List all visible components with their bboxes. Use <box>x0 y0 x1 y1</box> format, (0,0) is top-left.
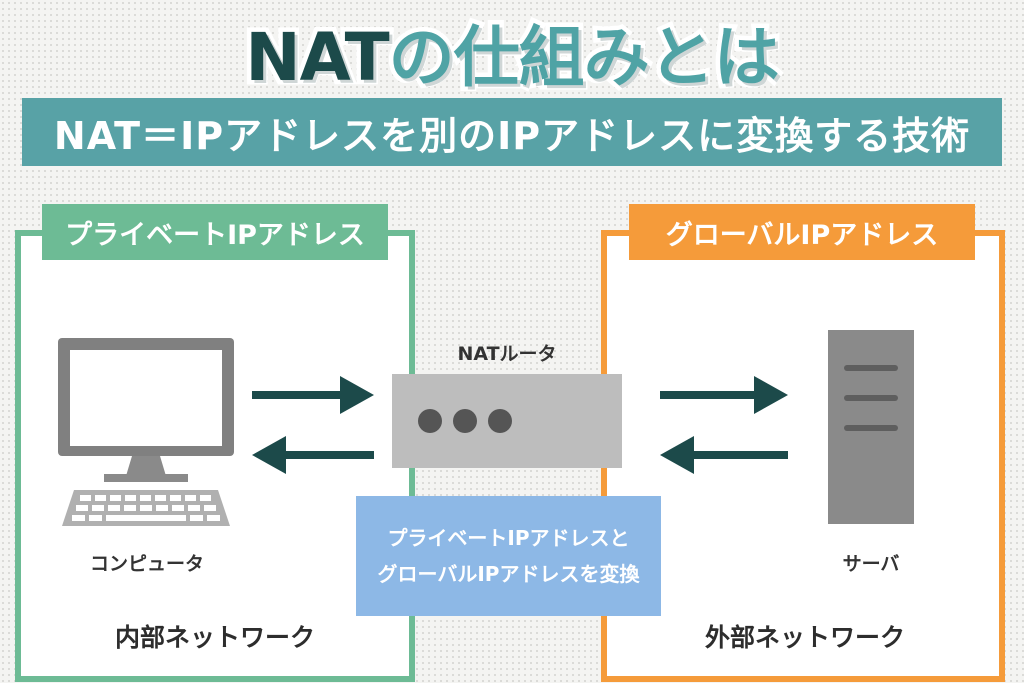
arrow-left-icon <box>252 436 374 474</box>
server-icon <box>828 330 914 524</box>
arrow-right-icon <box>252 376 374 414</box>
page-title: NATの仕組みとは <box>0 4 1024 101</box>
internal-network-label: 内部ネットワーク <box>114 623 315 652</box>
title-nat: NAT <box>241 15 394 101</box>
left-arrows <box>252 376 374 474</box>
arrow-left-icon <box>660 436 788 474</box>
private-ip-tag: プライベートIPアドレス <box>42 204 388 260</box>
title-rest: の仕組みとは <box>384 15 784 101</box>
arrow-right-icon <box>660 376 788 414</box>
subtitle-banner: NAT＝IPアドレスを別のIPアドレスに変換する技術 <box>22 98 1002 166</box>
server-label: サーバ <box>842 553 900 575</box>
note-line-1: プライベートIPアドレスと <box>387 526 630 550</box>
global-ip-tag: グローバルIPアドレス <box>629 204 975 260</box>
computer-label: コンピュータ <box>89 553 204 575</box>
router-icon <box>392 374 622 468</box>
right-arrows <box>660 376 788 474</box>
computer-icon <box>58 338 234 526</box>
note-line-2: グローバルIPアドレスを変換 <box>377 562 640 586</box>
conversion-note: プライベートIPアドレスと グローバルIPアドレスを変換 <box>356 496 661 616</box>
external-network-label: 外部ネットワーク <box>704 623 905 652</box>
nat-router-label: NATルータ <box>457 343 557 365</box>
